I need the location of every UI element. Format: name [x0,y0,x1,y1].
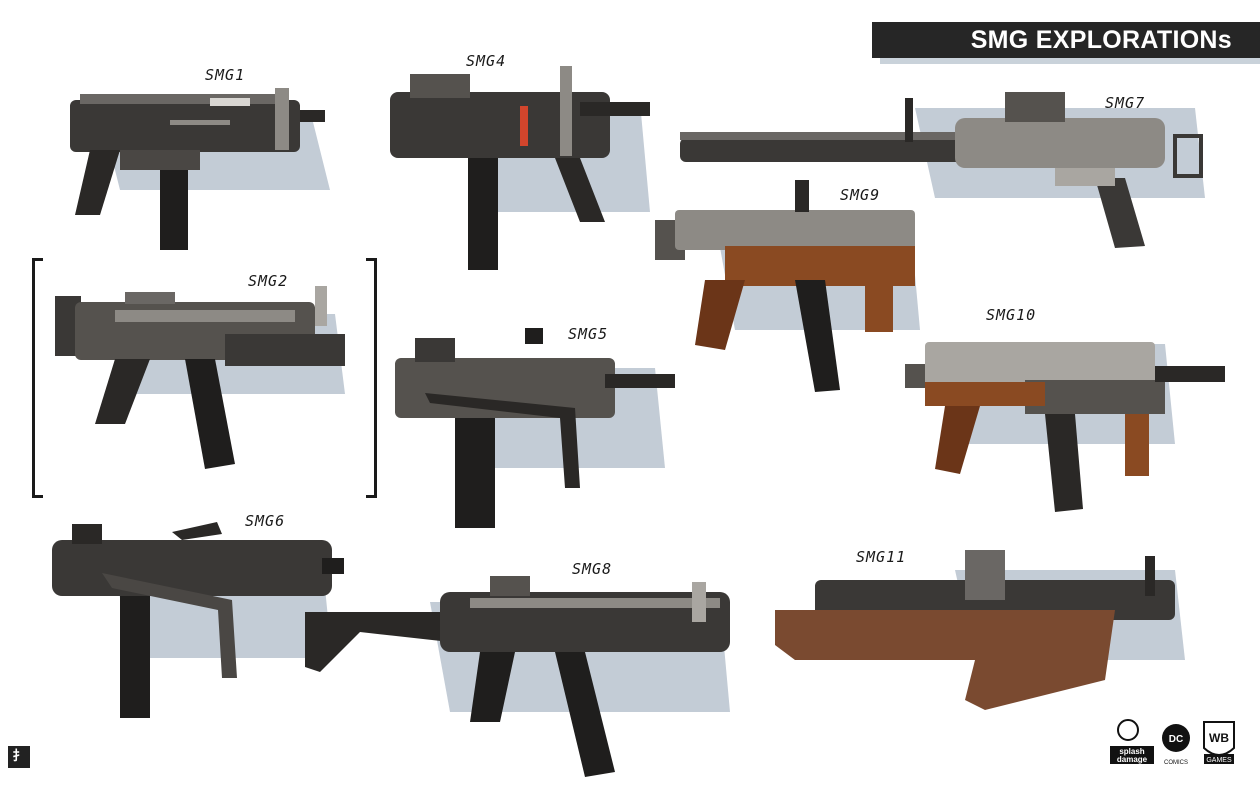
svg-text:damage: damage [1117,755,1148,764]
weapon-label-smg11: SMG11 [856,548,907,566]
svg-text:GAMES: GAMES [1206,757,1232,764]
selection-bracket-left [32,258,43,498]
selection-bracket-right [366,258,377,498]
weapon-label-smg4: SMG4 [466,52,507,70]
weapon-label-smg10: SMG10 [986,306,1037,324]
weapon-label-smg1: SMG1 [205,66,246,84]
wb-games-logo: WB GAMES [1203,721,1235,764]
title-banner: SMG EXPLORATIONs [872,22,1260,58]
publisher-logos: splash damage DC COMICS WB GAMES [1110,719,1235,766]
splash-damage-logo-text: splash [1119,747,1144,756]
smg2-illustration [55,286,345,469]
weapon-label-smg9: SMG9 [840,186,881,204]
weapon-label-smg8: SMG8 [572,560,613,578]
smg10-illustration [905,342,1225,512]
artist-signature-logo: 扌 [8,746,30,768]
weapon-label-smg7: SMG7 [1105,94,1146,112]
title-banner-shadow [880,58,1260,64]
smg9-illustration [655,180,920,392]
svg-text:DC: DC [1169,734,1183,745]
smg8-illustration [305,576,730,777]
svg-text:COMICS: COMICS [1164,760,1188,766]
svg-text:WB: WB [1209,731,1229,745]
smg5-illustration [395,328,675,528]
weapon-label-smg6: SMG6 [245,512,286,530]
splash-damage-logo: splash damage [1110,719,1154,764]
smg11-illustration [775,550,1185,710]
smg1-illustration [70,88,330,250]
dc-comics-logo: DC COMICS [1162,724,1190,766]
smg7-illustration [680,92,1205,248]
smg6-illustration [52,522,344,718]
weapon-label-smg2: SMG2 [248,272,289,290]
weapon-label-smg5: SMG5 [568,325,609,343]
smg4-illustration [390,66,650,270]
